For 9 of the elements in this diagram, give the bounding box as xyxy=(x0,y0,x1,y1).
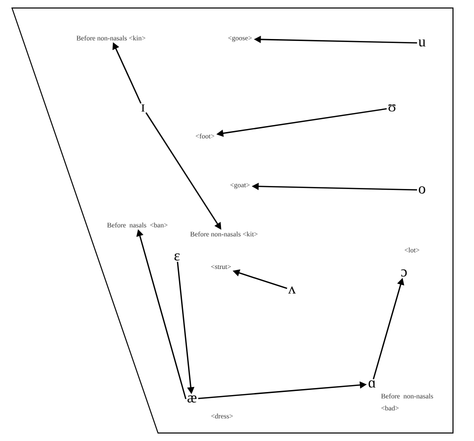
vowel-symbol: u xyxy=(418,39,426,46)
vowel-symbol: ʊ xyxy=(388,104,396,112)
vowel-symbol: o xyxy=(418,186,426,194)
vowel-symbol: ɪ xyxy=(142,104,144,112)
vowel-symbol: ɛ xyxy=(174,253,180,261)
vowel-symbol: æ xyxy=(188,395,196,403)
vowel-symbol: ɔ xyxy=(401,269,407,277)
vowel-symbol: ɑ xyxy=(368,380,376,388)
vowel-symbol: ʌ xyxy=(288,286,296,294)
